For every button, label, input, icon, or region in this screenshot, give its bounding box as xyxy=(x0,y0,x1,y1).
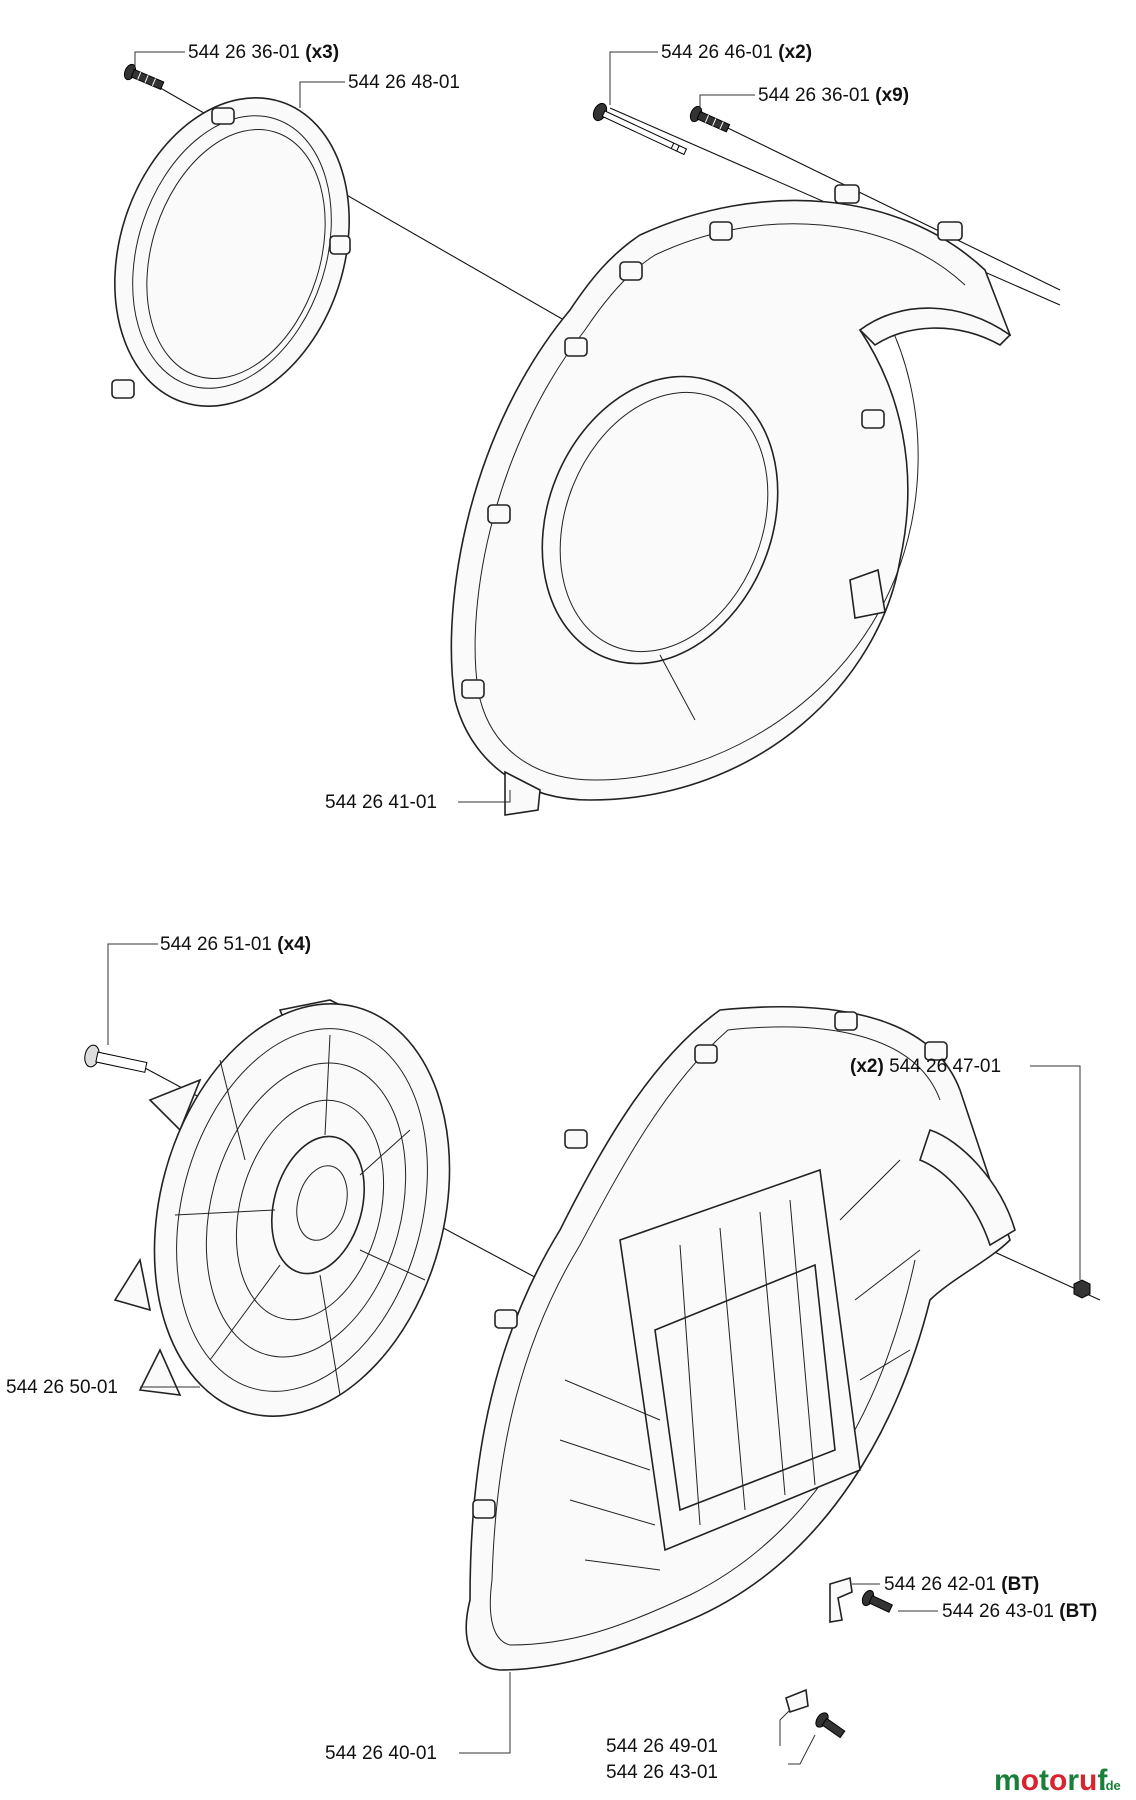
retaining-ring-part xyxy=(111,96,351,408)
callout-label: (x2) 544 26 47-01 xyxy=(850,1056,1001,1077)
callout-label: 544 26 49-01 xyxy=(606,1736,718,1757)
screw-part-icon xyxy=(123,63,165,91)
svg-text:motoruf: motoruf xyxy=(994,1764,1108,1797)
svg-text:.de: .de xyxy=(1102,1778,1121,1793)
callout-label: 544 26 36-01 (x3) xyxy=(188,42,339,63)
nut-part-icon xyxy=(1073,1279,1091,1299)
impeller-fan-part xyxy=(113,999,451,1417)
callout-label: 544 26 40-01 xyxy=(325,1743,437,1764)
callout-label: 544 26 42-01 (BT) xyxy=(884,1574,1039,1595)
screw-part-icon xyxy=(689,105,731,133)
callout-label: 544 26 48-01 xyxy=(348,72,460,93)
callout-label: 544 26 43-01 xyxy=(606,1762,718,1783)
long-bolt-part-icon xyxy=(592,102,688,156)
callout-labels: 544 26 36-01 (x3) 544 26 48-01 544 26 46… xyxy=(6,42,1097,1783)
callout-label: 544 26 50-01 xyxy=(6,1377,118,1398)
callout-label: 544 26 46-01 (x2) xyxy=(661,42,812,63)
callout-leaders xyxy=(107,51,1081,1765)
blower-housing-part xyxy=(465,1006,1016,1671)
callout-label: 544 26 51-01 (x4) xyxy=(160,934,311,955)
watermark-logo: motoruf .de xyxy=(994,1764,1121,1797)
clip-part-icon xyxy=(785,1688,809,1714)
screw-part-icon xyxy=(861,1589,894,1613)
clip-part-icon xyxy=(829,1576,853,1623)
fan-housing-cover-part xyxy=(450,184,1012,816)
callout-label: 544 26 36-01 (x9) xyxy=(758,85,909,106)
callout-label: 544 26 43-01 (BT) xyxy=(942,1601,1097,1622)
callout-label: 544 26 41-01 xyxy=(325,792,437,813)
screw-part-icon xyxy=(815,1712,846,1739)
bolt-part-icon xyxy=(84,1044,148,1073)
